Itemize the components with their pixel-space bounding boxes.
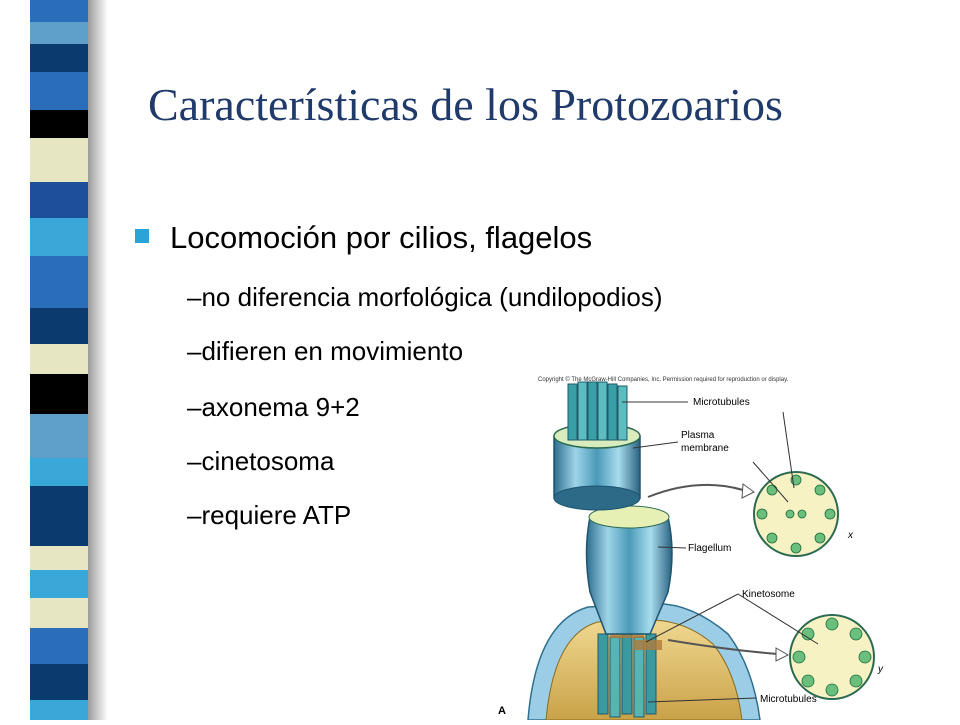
label-x: x	[847, 530, 854, 541]
label-microtubules-top: Microtubules	[693, 397, 750, 408]
label-panel: A	[498, 705, 506, 717]
bullet-list: Locomoción por cilios, flagelos –no dife…	[135, 218, 663, 530]
label-plasma: Plasma	[681, 430, 715, 441]
label-membrane: membrane	[681, 443, 729, 454]
label-microtubules-bottom: Microtubules	[760, 694, 817, 705]
decorative-stripe-bar	[0, 0, 108, 720]
label-flagellum: Flagellum	[688, 543, 731, 554]
copyright-notice: Copyright © The McGraw-Hill Companies, I…	[538, 376, 789, 383]
sub-bullet: –requiere ATP	[187, 500, 352, 530]
sub-bullet: –cinetosoma	[187, 446, 335, 476]
flagellum-diagram: Copyright © The McGraw-Hill Companies, I…	[498, 372, 938, 721]
main-bullet: Locomoción por cilios, flagelos	[135, 218, 592, 258]
sub-bullet: –difieren en movimiento	[187, 336, 464, 366]
main-bullet-text: Locomoción por cilios, flagelos	[170, 220, 593, 255]
square-bullet-icon	[135, 229, 149, 243]
label-y: y	[877, 664, 884, 675]
sub-bullet: –axonema 9+2	[187, 392, 360, 422]
sub-bullet: –no diferencia morfológica (undilopodios…	[187, 282, 663, 312]
label-kinetosome: Kinetosome	[742, 589, 795, 600]
slide-title: Características de los Protozoarios	[148, 79, 783, 130]
